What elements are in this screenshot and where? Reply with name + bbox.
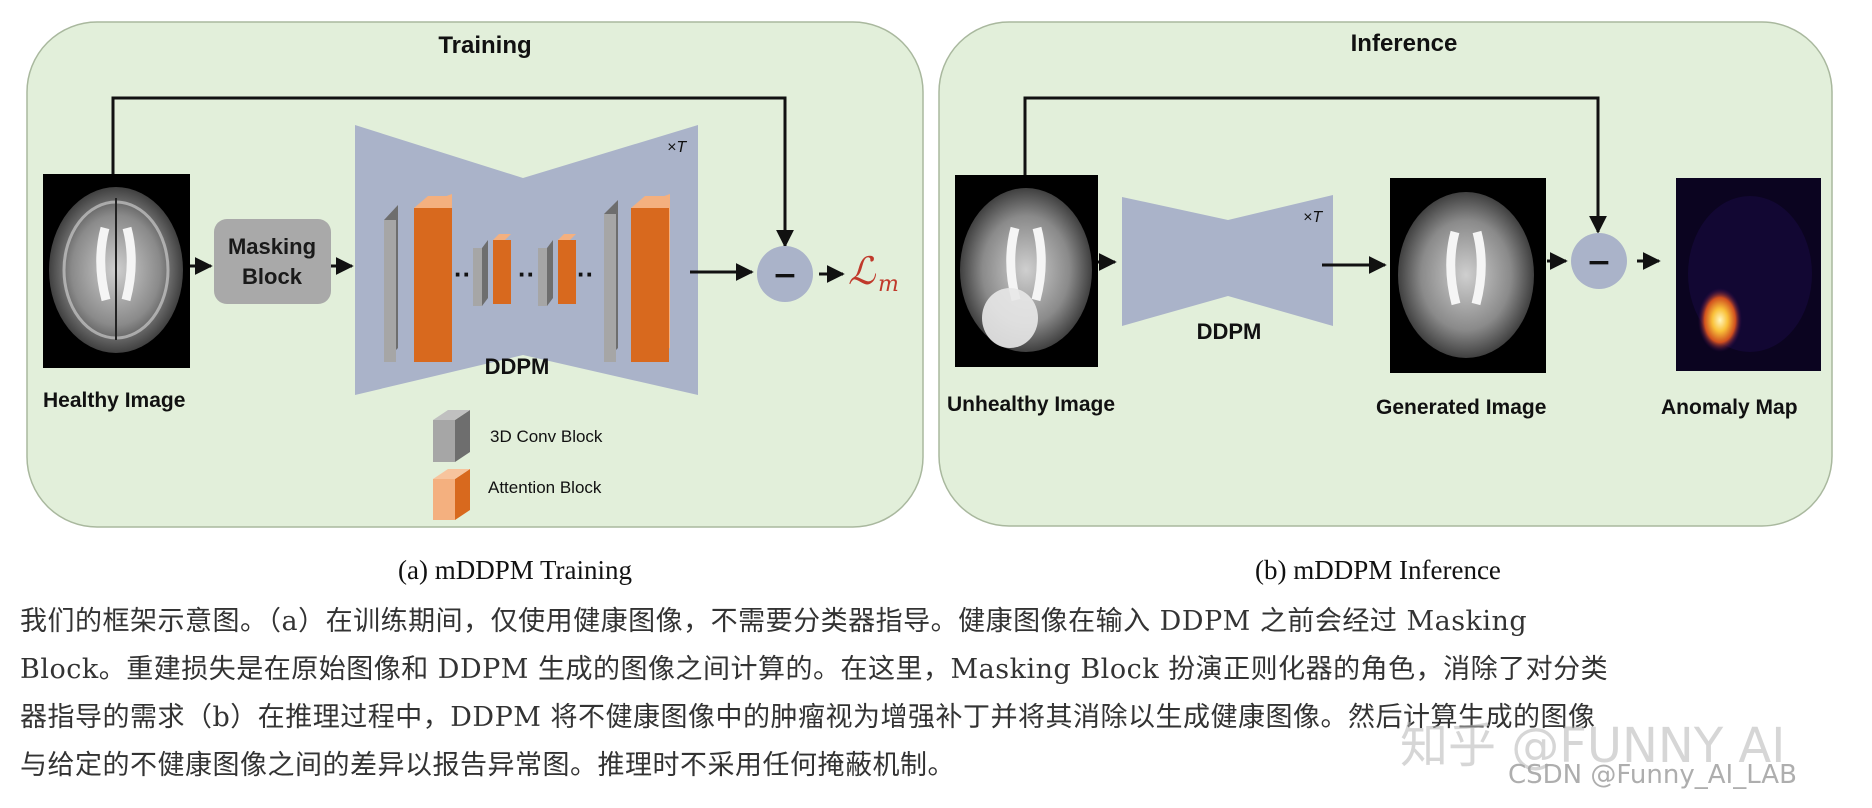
ellipsis-dots-2: ·· [518, 259, 535, 289]
attention-block-large-right [631, 194, 670, 362]
generated-image-label: Generated Image [1376, 396, 1546, 419]
loss-symbol: ℒ [848, 249, 877, 293]
inference-minus-node [1571, 233, 1627, 289]
inference-panel: Inference Unhealthy Image ×T DDPM Genera… [938, 21, 1833, 527]
masking-block [214, 219, 331, 304]
masking-block-label-2: Block [242, 264, 303, 289]
training-minus-sign: − [772, 258, 797, 293]
anomaly-map-image [1676, 178, 1821, 371]
healthy-image-label: Healthy Image [43, 389, 185, 412]
conv-block-small-2 [538, 240, 553, 306]
legend-conv-icon [433, 410, 470, 462]
description-line-1: 我们的框架示意图。（a）在训练期间，仅使用健康图像，不需要分类器指导。健康图像在… [20, 606, 1528, 637]
training-panel: Training Healthy Image Masking Block ×T … [26, 21, 924, 528]
inference-ddpm-label: DDPM [1197, 319, 1262, 344]
ellipsis-dots-1: ·· [454, 259, 471, 289]
unhealthy-image-label: Unhealthy Image [947, 393, 1115, 416]
inference-ddpm-shape [1122, 195, 1333, 326]
training-times-t: ×T [667, 139, 687, 156]
anomaly-map-label: Anomaly Map [1661, 396, 1798, 419]
conv-block-large-left [384, 205, 398, 362]
loss-subscript: m [878, 272, 899, 297]
description-line-4: 与给定的不健康图像之间的差异以报告异常图。推理时不采用任何掩蔽机制。 [20, 750, 955, 781]
caption-b: (b) mDDPM Inference [1255, 555, 1501, 585]
inference-times-t: ×T [1303, 209, 1323, 226]
description-line-3: 器指导的需求（b）在推理过程中，DDPM 将不健康图像中的肿瘤视为增强补丁并将其… [20, 702, 1596, 733]
attention-block-small-2 [558, 234, 576, 304]
caption-a: (a) mDDPM Training [398, 555, 633, 585]
inference-minus-sign: − [1586, 245, 1611, 280]
description-line-2: Block。重建损失是在原始图像和 DDPM 生成的图像之间计算的。在这里，Ma… [20, 654, 1609, 685]
masking-block-label-1: Masking [228, 234, 316, 259]
training-skip-connection [111, 96, 794, 248]
attention-block-large-left [414, 194, 452, 362]
generated-image [1390, 178, 1546, 373]
training-ddpm-label: DDPM [485, 354, 550, 379]
zhihu-watermark: 知乎 @FUNNY AI [1400, 718, 1786, 774]
inference-panel-bg [938, 21, 1833, 527]
attention-block-small-1 [493, 234, 511, 304]
mddpm-figure: Training Healthy Image Masking Block ×T … [26, 21, 1833, 528]
training-minus-node [757, 246, 813, 302]
csdn-watermark: CSDN @Funny_AI_LAB [1508, 760, 1797, 790]
inference-title: Inference [1351, 30, 1458, 57]
legend-attention-icon [433, 469, 470, 520]
unhealthy-image [955, 175, 1098, 367]
inference-skip-connection [1023, 96, 1607, 234]
conv-block-small-1 [473, 240, 488, 306]
ellipsis-dots-3: ·· [577, 259, 594, 289]
description-paragraph: 我们的框架示意图。（a）在训练期间，仅使用健康图像，不需要分类器指导。健康图像在… [20, 598, 1850, 790]
legend-conv-label: 3D Conv Block [490, 427, 603, 446]
legend-attention-label: Attention Block [488, 478, 602, 497]
healthy-image [43, 174, 190, 368]
training-title: Training [438, 32, 531, 59]
conv-block-large-right [604, 200, 618, 362]
